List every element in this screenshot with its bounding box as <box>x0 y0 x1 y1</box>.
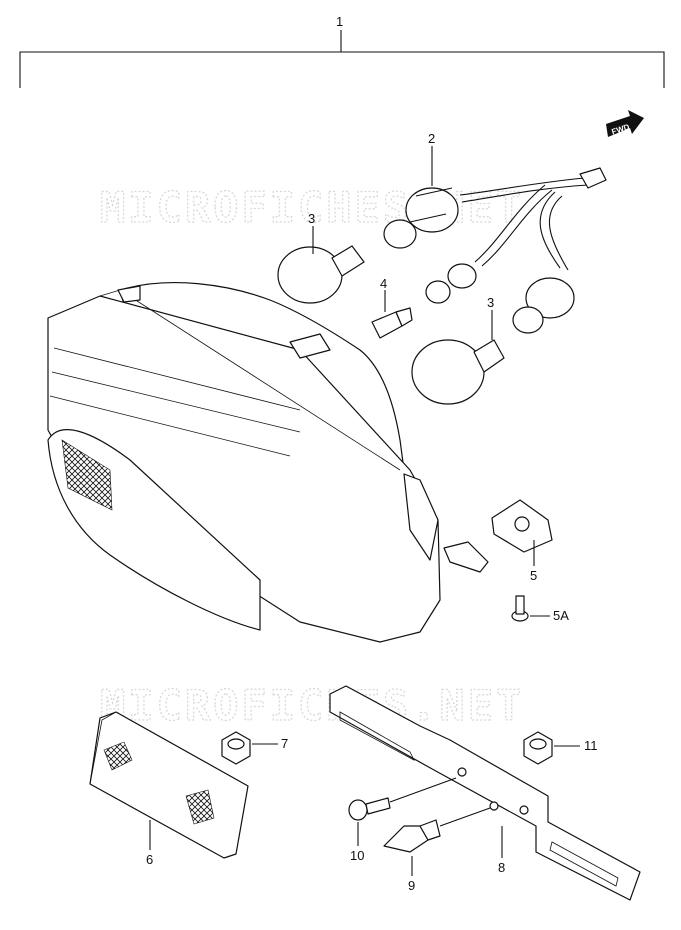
callout-5: 5 <box>530 568 537 583</box>
callout-1: 1 <box>336 14 343 29</box>
bulb-small-wedge <box>371 307 413 339</box>
license-plate-bracket <box>329 685 641 901</box>
tail-lamp-housing <box>47 282 441 643</box>
nut-9 <box>383 819 441 853</box>
callout-6: 6 <box>146 852 153 867</box>
assembly-bracket <box>19 30 665 88</box>
bulb-socket-right <box>512 277 575 334</box>
rear-lens <box>47 429 261 631</box>
callout-2: 2 <box>428 131 435 146</box>
callout-10: 10 <box>350 848 364 863</box>
fwd-arrow-icon: FWD <box>606 110 644 137</box>
callout-3-right: 3 <box>487 295 494 310</box>
bulb-right <box>411 339 505 405</box>
screw-5a <box>511 595 529 622</box>
clip-nut <box>491 499 553 553</box>
screw-10 <box>348 797 391 821</box>
bulb-socket-small <box>425 263 477 304</box>
nut-11 <box>523 731 553 765</box>
callout-5A: 5A <box>553 608 569 623</box>
reflector <box>89 711 249 859</box>
callout-7: 7 <box>281 736 288 751</box>
wiring-harness <box>459 167 607 271</box>
watermark-bottom: MICROFICHES.NET <box>100 681 524 730</box>
callout-11: 11 <box>584 738 598 753</box>
callout-8: 8 <box>498 860 505 875</box>
nut-7 <box>221 731 251 765</box>
callout-3-left: 3 <box>308 211 315 226</box>
mount-tab <box>443 541 489 573</box>
callout-4: 4 <box>380 276 387 291</box>
callout-9: 9 <box>408 878 415 893</box>
bulb-left <box>277 245 365 304</box>
bulb-socket-top <box>383 187 459 249</box>
